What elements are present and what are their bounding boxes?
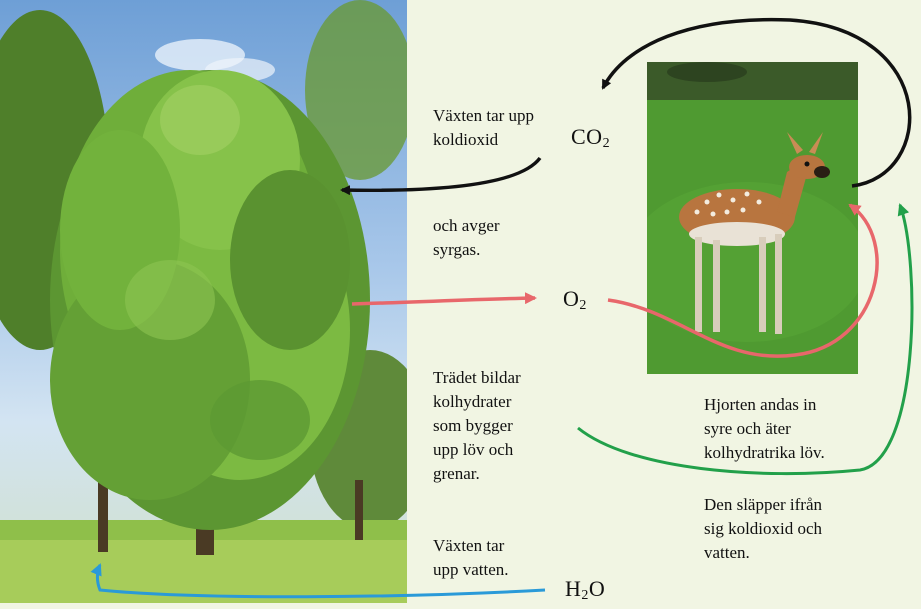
label-gives-o2: och avger syrgas. [433,216,500,259]
co2-formula: CO2 [571,124,611,151]
co2-arrow-tree [340,156,542,196]
deer-photo [647,62,858,374]
label-takes-co2: Växten tar upp koldioxid [433,106,535,149]
tree-photo [0,0,407,603]
o2-arrow-deer [607,203,879,358]
h2o-formula: H2O [565,576,606,603]
label-deer-breathes: Hjorten andas in syre och äter kolhydrat… [704,395,825,462]
label-takes-water: Växten tar upp vatten. [433,536,509,579]
water-arrow [90,563,546,599]
co2-arrow-deer [601,17,912,188]
o2-arrow-tree [351,292,537,306]
deer-illustration [647,62,858,374]
label-tree-builds: Trädet bildar kolhydrater som bygger upp… [433,368,521,483]
label-deer-releases: Den släpper ifrån sig koldioxid och vatt… [704,495,823,562]
carbohydrate-arrow [577,203,914,476]
o2-formula: O2 [563,286,587,313]
tree-illustration [0,0,407,603]
